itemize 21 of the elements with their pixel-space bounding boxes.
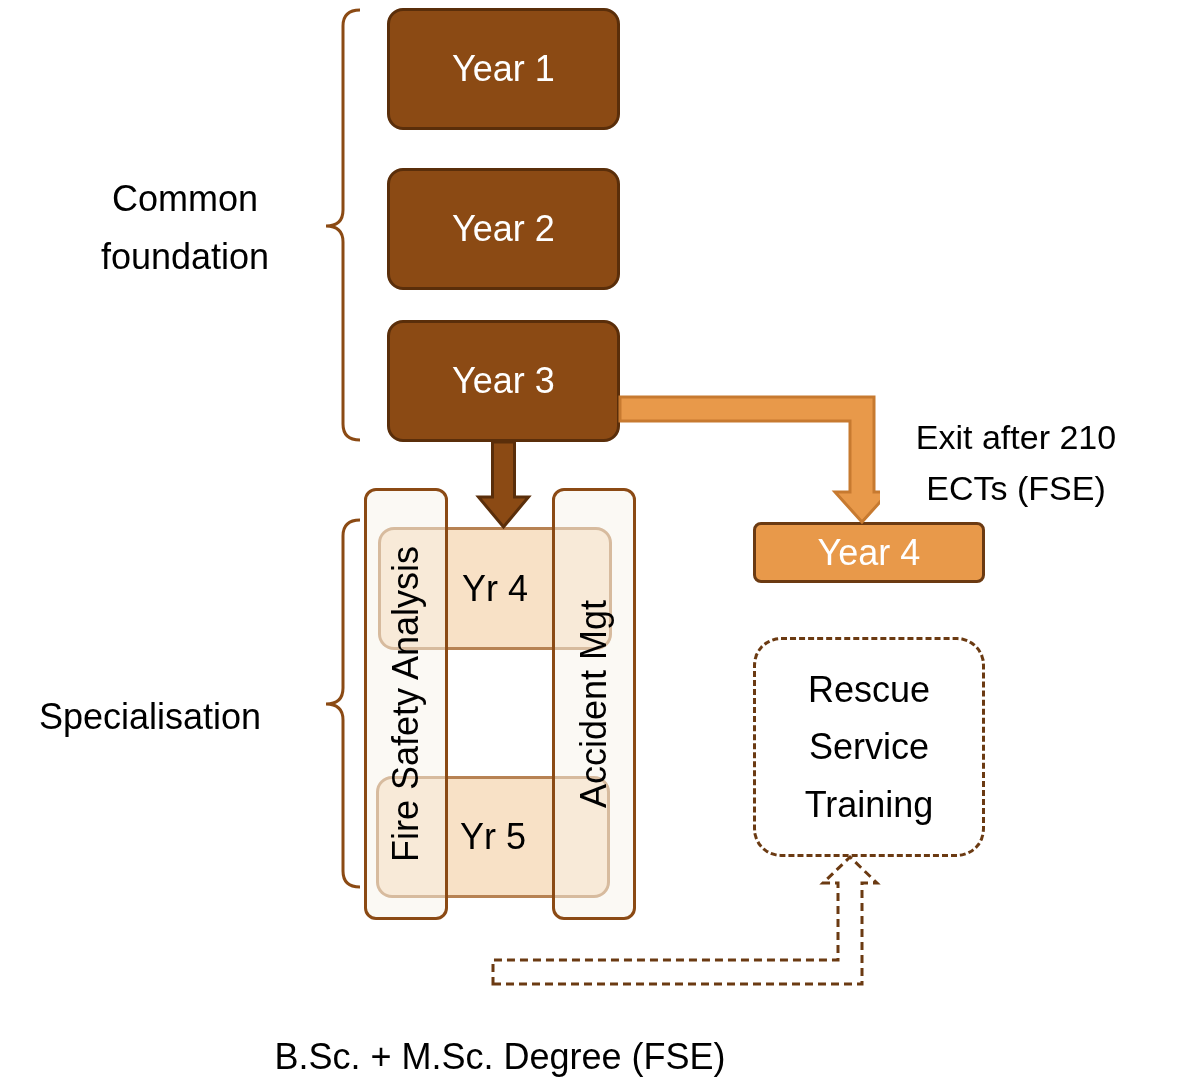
year-box bbox=[753, 522, 985, 583]
box-label: Rescue Service Training bbox=[803, 667, 935, 827]
specialisation-column bbox=[552, 488, 636, 920]
specialisation-column bbox=[364, 488, 448, 920]
section-label: B.Sc. + M.Sc. Degree (FSE) bbox=[273, 1035, 727, 1079]
box-label: Year 4 bbox=[817, 530, 921, 575]
box-label: Yr 4 bbox=[462, 566, 528, 611]
column-label: Accident Mgt bbox=[576, 599, 612, 809]
box-label: Year 1 bbox=[452, 47, 555, 92]
box-label: Year 3 bbox=[452, 359, 555, 404]
year-box bbox=[387, 8, 620, 130]
box-label: Yr 5 bbox=[460, 815, 526, 860]
block-arrow bbox=[475, 440, 532, 530]
dashed-box bbox=[753, 637, 985, 857]
year-box bbox=[387, 320, 620, 442]
dashed-block-arrow bbox=[491, 854, 881, 986]
box-label: Year 2 bbox=[452, 207, 555, 252]
section-label: Common foundation bbox=[99, 177, 271, 279]
column-label: Fire Safety Analysis bbox=[388, 545, 424, 863]
section-label: Specialisation bbox=[37, 695, 263, 739]
year-box bbox=[387, 168, 620, 290]
